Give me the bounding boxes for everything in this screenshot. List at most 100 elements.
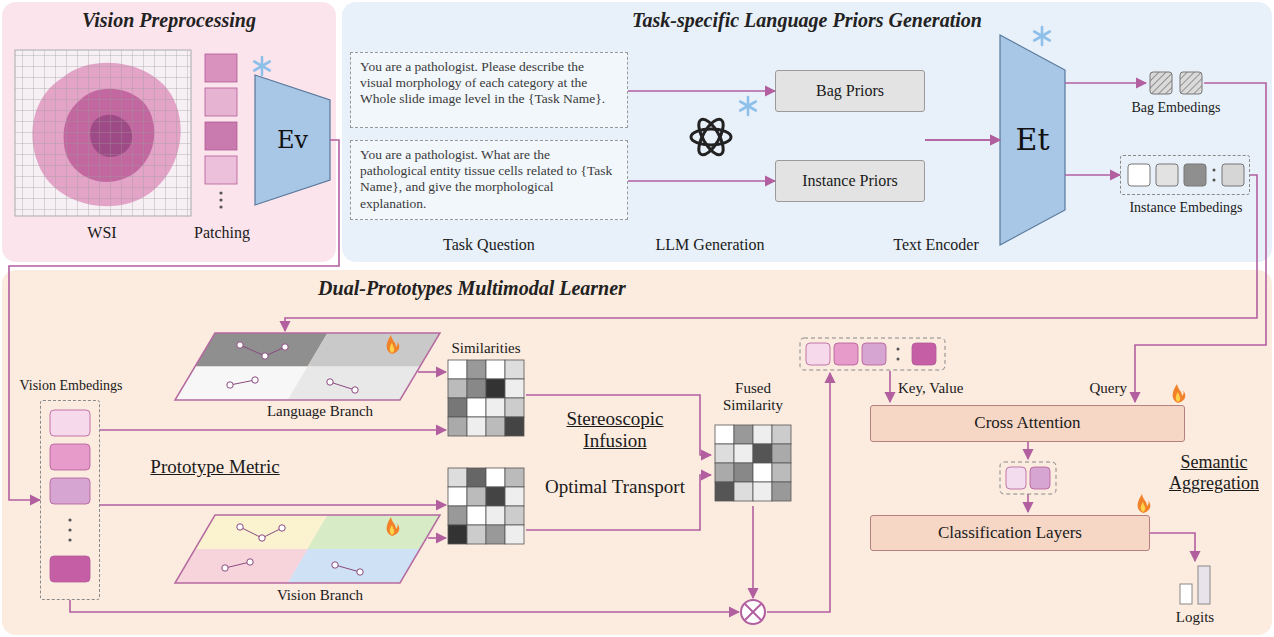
flow-line [100, 429, 446, 431]
vision-prototype-plane [175, 515, 440, 583]
vision-embedding-squares [50, 556, 90, 582]
prompt-text: You are a pathologist. What are the path… [360, 147, 618, 212]
fused-matrix [734, 444, 753, 463]
flow-line [70, 600, 739, 612]
trainable-icon [387, 517, 400, 536]
flow-line [1027, 442, 1029, 459]
vision-embedding-squares [50, 410, 90, 582]
vision-prototype-plane [175, 515, 440, 583]
similarity-matrix [467, 506, 486, 525]
frozen-icon [740, 97, 756, 115]
fused-matrix [734, 482, 753, 501]
multiply-symbol [745, 604, 762, 621]
flow-line [428, 537, 446, 539]
fused-matrix [772, 425, 791, 444]
label-holder: Prototype Metric [120, 456, 310, 478]
vision-embedding-squares [68, 518, 71, 521]
logit-bars [1198, 566, 1210, 604]
label-holder: Patching [182, 224, 262, 242]
prior-box: Instance Priors [775, 160, 925, 202]
annotation-label: Optimal Transport [545, 476, 685, 498]
similarity-matrix [467, 468, 486, 487]
annotation-label: Vision Branch [250, 587, 390, 604]
patch-stack [205, 54, 237, 209]
annotation-label: Query [1047, 380, 1127, 397]
language-prototype-plane [327, 379, 333, 385]
similarity-matrix [486, 417, 505, 436]
similarity-matrix [505, 506, 524, 525]
panel-title: Task-specific Language Priors Generation [342, 8, 1272, 32]
instance-embedding-squares [1128, 164, 1244, 186]
key-value-tokens [834, 343, 858, 365]
label-holder: Fused Similarity [708, 380, 798, 415]
patch-stack [205, 88, 237, 116]
annotation-label: Stereoscopic Infusion [545, 408, 685, 452]
annotation-label: Key, Value [898, 380, 998, 397]
annotation-label: Text Encoder [880, 236, 992, 254]
similarity-matrix [505, 525, 524, 544]
language-prototype-plane [330, 382, 355, 390]
wsi-image [15, 50, 191, 216]
fused-matrix [753, 444, 772, 463]
key-value-tokens [862, 343, 886, 365]
multiply-symbol [745, 604, 762, 621]
similarity-matrix [486, 525, 505, 544]
fused-matrix [734, 425, 753, 444]
language-prototype-plane [288, 367, 421, 401]
trainable-icon [1138, 494, 1151, 513]
trainable-icon [1173, 384, 1186, 403]
multiply-symbol [741, 600, 765, 624]
vision-embedding-squares [50, 478, 90, 504]
flow-line [1027, 494, 1029, 512]
fused-matrix [715, 425, 734, 444]
similarity-matrix [467, 398, 486, 417]
wsi-image [15, 50, 191, 216]
fused-matrix [715, 444, 734, 463]
instance-embedding-squares [1184, 164, 1206, 186]
llm-logo [691, 129, 731, 145]
prompt-text: You are a pathologist. Please describe t… [360, 59, 618, 108]
multiply-symbol [741, 600, 765, 624]
language-prototype-plane [308, 333, 441, 367]
patch-stack [205, 122, 237, 150]
similarity-matrix [486, 487, 505, 506]
language-prototype-plane [282, 344, 288, 350]
similarity-matrix [486, 506, 505, 525]
vision-prototype-plane [222, 565, 228, 571]
vision-prototype-plane [308, 515, 441, 549]
flow-arrow [628, 180, 775, 182]
fused-matrix [772, 463, 791, 482]
vision-prototype-plane [259, 535, 265, 541]
fused-matrix [734, 463, 753, 482]
aggregated-tokens [1006, 467, 1026, 489]
label-holder: LLM Generation [640, 236, 780, 254]
encoder-label: Et [1016, 122, 1050, 158]
patch-stack [219, 191, 222, 194]
encoder-block: Ev [255, 75, 330, 205]
similarity-matrix [505, 398, 524, 417]
similarity-matrix [467, 487, 486, 506]
fused-matrix [753, 463, 772, 482]
group-heading: Vision Embedings [1, 378, 141, 395]
patch-stack [205, 54, 237, 82]
vision-prototype-plane [222, 524, 363, 575]
vision-prototype-plane [288, 549, 421, 583]
frozen-icon [1034, 27, 1050, 45]
language-prototype-plane [252, 377, 258, 383]
language-prototype-plane [237, 342, 243, 348]
label-holder: Language Branch [250, 403, 390, 420]
similarity-matrix [448, 360, 467, 379]
vision-prototype-plane [237, 524, 243, 530]
label-holder: Text Encoder [880, 236, 992, 254]
llm-logo [691, 116, 731, 159]
key-value-tokens [897, 348, 900, 351]
label-holder: Vision Branch [250, 587, 390, 604]
wsi-image [15, 50, 191, 216]
similarity-matrix [505, 468, 524, 487]
module-box: Classification Layers [870, 515, 1150, 551]
prior-label: Instance Priors [802, 171, 898, 190]
module-label: Classification Layers [938, 523, 1082, 543]
prompt-box: You are a pathologist. What are the path… [350, 140, 628, 220]
